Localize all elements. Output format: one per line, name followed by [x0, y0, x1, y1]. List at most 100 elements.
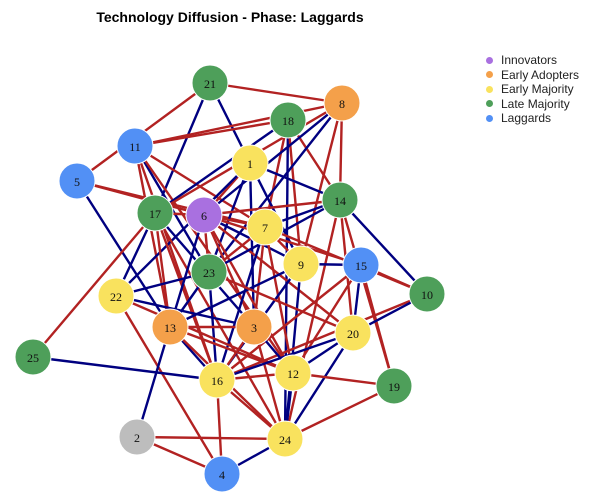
node-9[interactable]: 9 — [282, 245, 320, 283]
legend-label-early-adopters: Early Adopters — [501, 67, 580, 82]
legend-item-early-adopters: Early Adopters — [486, 68, 579, 83]
edge-15-12 — [291, 263, 363, 375]
node-circle — [116, 127, 154, 165]
node-6[interactable]: 6 — [185, 196, 223, 234]
edge-17-16 — [153, 211, 219, 382]
node-label: 21 — [204, 77, 216, 91]
node-label: 22 — [110, 290, 122, 304]
node-circle — [191, 64, 229, 102]
node-3[interactable]: 3 — [235, 308, 273, 346]
legend-dot-late-majority — [486, 100, 493, 108]
node-circle — [14, 338, 52, 376]
edge-7-16 — [215, 225, 267, 382]
node-7[interactable]: 7 — [246, 208, 284, 246]
node-8[interactable]: 8 — [323, 84, 361, 122]
node-layer: 1234567891011121314151617181920212223242… — [14, 64, 446, 493]
legend-label-innovators: Innovators — [501, 53, 558, 68]
legend-item-early-majority: Early Majority — [486, 82, 579, 97]
edge-1-22 — [114, 161, 252, 298]
node-18[interactable]: 18 — [269, 101, 307, 139]
edge-5-13 — [75, 179, 172, 329]
node-15[interactable]: 15 — [342, 246, 380, 284]
node-label: 1 — [247, 157, 253, 171]
node-label: 24 — [279, 433, 291, 447]
edge-1-3 — [248, 161, 256, 329]
node-label: 5 — [74, 175, 80, 189]
legend-item-innovators: Innovators — [486, 53, 579, 68]
node-16[interactable]: 16 — [198, 361, 236, 399]
node-10[interactable]: 10 — [408, 275, 446, 313]
edge-8-23 — [207, 101, 344, 274]
edge-3-24 — [252, 325, 287, 441]
node-circle — [58, 162, 96, 200]
node-17[interactable]: 17 — [136, 194, 174, 232]
edge-22-3 — [114, 294, 256, 329]
edge-18-17 — [153, 118, 290, 215]
edge-17-25 — [31, 211, 157, 359]
node-label: 14 — [334, 194, 346, 208]
node-22[interactable]: 22 — [97, 277, 135, 315]
node-circle — [408, 275, 446, 313]
node-label: 19 — [388, 380, 400, 394]
node-2[interactable]: 2 — [118, 418, 156, 456]
edge-11-8 — [133, 101, 344, 148]
edge-13-12 — [168, 325, 295, 375]
node-label: 13 — [164, 321, 176, 335]
node-circle — [136, 194, 174, 232]
node-13[interactable]: 13 — [151, 308, 189, 346]
legend-dot-laggards — [486, 114, 493, 122]
node-circle — [185, 196, 223, 234]
node-circle — [203, 455, 241, 493]
node-label: 3 — [251, 321, 257, 335]
edge-20-24 — [283, 331, 355, 441]
node-24[interactable]: 24 — [266, 420, 304, 458]
legend-item-laggards: Laggards — [486, 111, 579, 126]
node-20[interactable]: 20 — [334, 314, 372, 352]
edge-7-12 — [263, 225, 295, 375]
edge-9-13 — [168, 262, 303, 329]
node-label: 8 — [339, 97, 345, 111]
node-circle — [334, 314, 372, 352]
node-circle — [118, 418, 156, 456]
node-circle — [269, 101, 307, 139]
edge-14-10 — [338, 198, 429, 296]
node-14[interactable]: 14 — [321, 181, 359, 219]
node-1[interactable]: 1 — [231, 144, 269, 182]
node-19[interactable]: 19 — [375, 367, 413, 405]
edge-6-3 — [202, 213, 256, 329]
node-label: 18 — [282, 114, 294, 128]
legend: Innovators Early Adopters Early Majority… — [486, 53, 579, 126]
node-label: 6 — [201, 209, 207, 223]
legend-item-late-majority: Late Majority — [486, 97, 579, 112]
node-21[interactable]: 21 — [191, 64, 229, 102]
node-label: 23 — [203, 266, 215, 280]
node-label: 9 — [298, 258, 304, 272]
legend-dot-early-majority — [486, 85, 493, 93]
node-23[interactable]: 23 — [190, 253, 228, 291]
node-circle — [266, 420, 304, 458]
node-4[interactable]: 4 — [203, 455, 241, 493]
node-circle — [282, 245, 320, 283]
legend-label-late-majority: Late Majority — [501, 96, 570, 111]
edge-6-12 — [202, 213, 295, 375]
legend-dot-innovators — [486, 56, 493, 64]
node-11[interactable]: 11 — [116, 127, 154, 165]
edge-11-18 — [133, 118, 290, 148]
edge-21-17 — [153, 81, 212, 215]
node-5[interactable]: 5 — [58, 162, 96, 200]
edge-10-16 — [215, 292, 429, 382]
node-12[interactable]: 12 — [274, 354, 312, 392]
node-label: 10 — [421, 288, 433, 302]
node-label: 16 — [211, 374, 223, 388]
edge-15-19 — [359, 263, 396, 388]
node-circle — [246, 208, 284, 246]
node-label: 15 — [355, 259, 367, 273]
node-25[interactable]: 25 — [14, 338, 52, 376]
edge-22-4 — [114, 294, 224, 476]
node-circle — [323, 84, 361, 122]
node-label: 4 — [219, 468, 225, 482]
node-circle — [342, 246, 380, 284]
edge-14-24 — [283, 198, 342, 441]
node-circle — [375, 367, 413, 405]
